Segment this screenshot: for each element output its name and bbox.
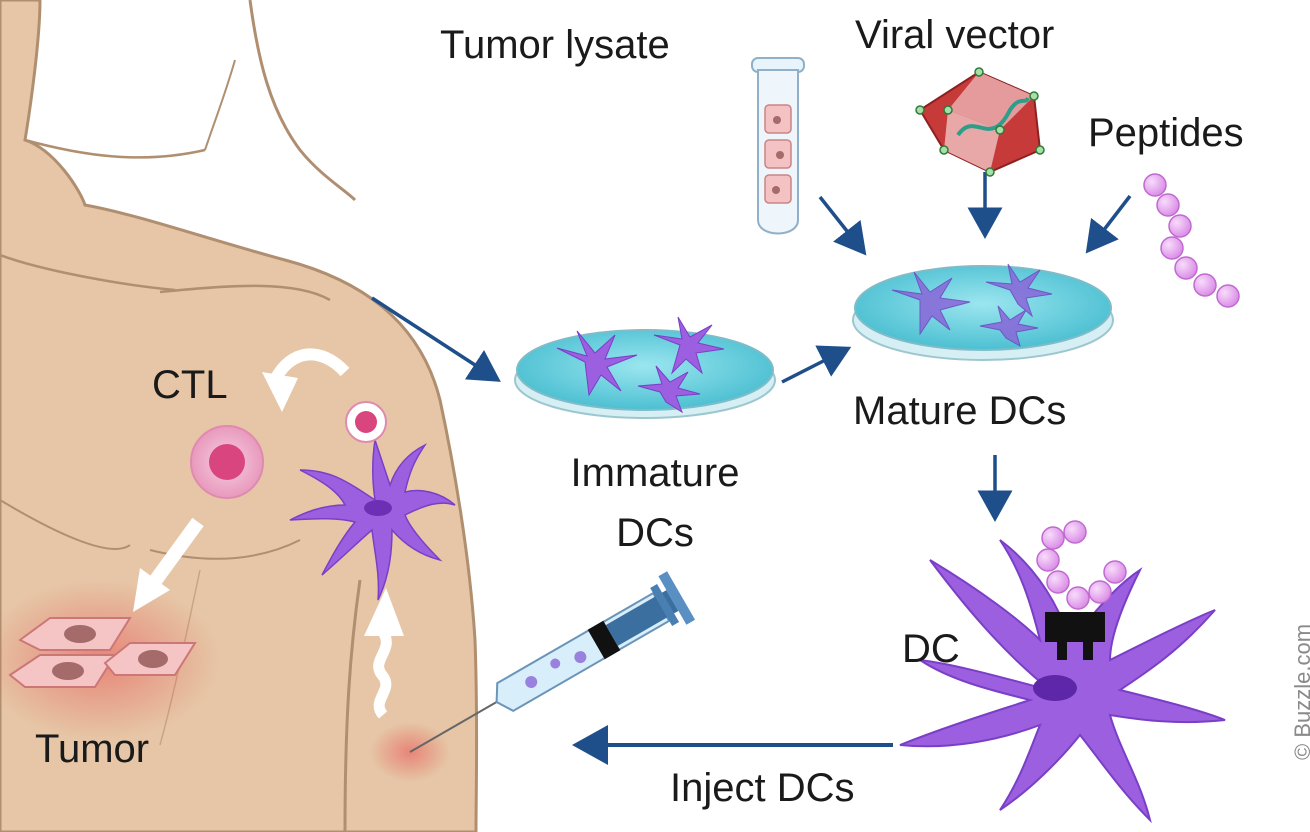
test-tube-icon — [751, 57, 805, 235]
peptide-chain-icon — [1143, 173, 1240, 308]
label-tumor: Tumor — [35, 727, 150, 771]
label-peptides: Peptides — [1088, 111, 1244, 155]
ctl-cell-icon — [190, 425, 264, 499]
virus-icon — [915, 67, 1045, 177]
receptor — [1045, 612, 1105, 660]
copyright-credit: © Buzzle.com — [1290, 623, 1310, 760]
tumor-cells-icon — [0, 580, 220, 740]
label-ctl: CTL — [152, 363, 228, 407]
flow-arrows — [371, 172, 1132, 522]
label-inject-dcs: Inject DCs — [670, 766, 855, 810]
label-viral-vector: Viral vector — [855, 13, 1055, 57]
petri-dish-immature — [514, 316, 776, 419]
white-arrows — [133, 348, 404, 719]
syringe-icon — [409, 571, 696, 753]
label-tumor-lysate: Tumor lysate — [440, 23, 670, 67]
large-dendritic-cell-icon — [899, 520, 1226, 824]
petri-dish-mature — [852, 263, 1114, 361]
dendritic-cell-icon — [289, 401, 456, 601]
label-immature-dcs: Immature DCs — [570, 451, 740, 555]
label-dc: DC — [902, 627, 960, 671]
label-mature-dcs: Mature DCs — [853, 389, 1067, 433]
